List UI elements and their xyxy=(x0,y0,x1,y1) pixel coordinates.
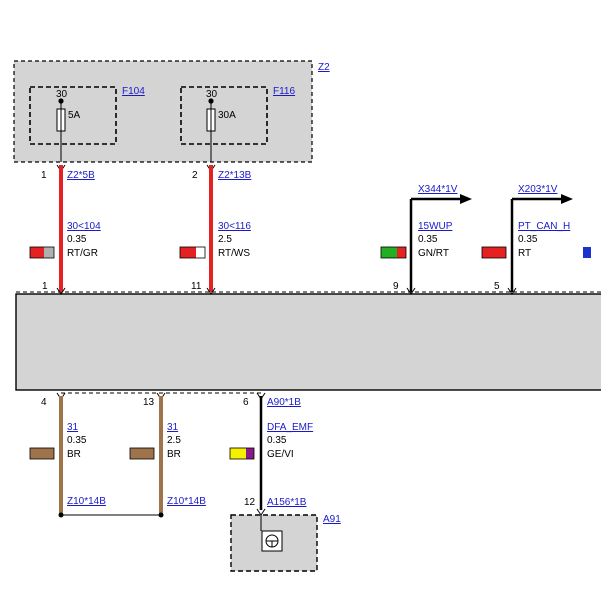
wire4-signal[interactable]: PT_CAN_H xyxy=(518,221,570,232)
wire4-gauge: 0.35 xyxy=(518,234,538,245)
fuse-f104-rating: 5A xyxy=(68,110,81,121)
wire3-pin-bottom: 9 xyxy=(393,281,399,292)
wire3-connector-top[interactable]: X344*1V xyxy=(418,184,458,195)
wire5-gauge: 0.35 xyxy=(67,435,87,446)
fuse-f116-label[interactable]: F116 xyxy=(273,86,295,97)
wire4-connector-top[interactable]: X203*1V xyxy=(518,184,558,195)
z2-label[interactable]: Z2 xyxy=(318,62,330,73)
fuse-f116-rating: 30A xyxy=(218,110,236,121)
wire2-gauge: 2.5 xyxy=(218,234,232,245)
wire-pin-marker xyxy=(406,287,416,295)
wire5-connector-bottom[interactable]: Z10*14B xyxy=(67,496,106,507)
control-unit-box[interactable] xyxy=(15,293,601,391)
wire3-color-code: GN/RT xyxy=(418,248,449,259)
wire6-connector-bottom[interactable]: Z10*14B xyxy=(167,496,206,507)
arrow-right-icon xyxy=(512,194,573,204)
wire2-pin-bottom: 11 xyxy=(191,281,202,292)
wire-color-swatch-icon xyxy=(129,447,155,460)
fuse-f104-pin: 30 xyxy=(56,89,68,100)
wire2-color-code: RT/WS xyxy=(218,248,250,259)
wire-pin-marker xyxy=(206,287,216,295)
wire7-gauge: 0.35 xyxy=(267,435,287,446)
fuse-f116-pin: 30 xyxy=(206,89,218,100)
wire7-pin-top: 6 xyxy=(243,397,249,408)
fuse-icon xyxy=(56,98,66,144)
wire-color-swatch-icon xyxy=(29,447,55,460)
wire1-pin-top: 1 xyxy=(41,170,47,181)
wire-color-swatch-icon xyxy=(179,246,206,259)
wire7-color-code: GE/VI xyxy=(267,449,294,460)
sensor-a91-label[interactable]: A91 xyxy=(323,514,341,525)
wire4-color-code: RT xyxy=(518,248,531,259)
wire2-connector-top[interactable]: Z2*13B xyxy=(218,170,252,181)
wire1-signal[interactable]: 30<104 xyxy=(67,221,101,232)
arrow-right-icon xyxy=(411,194,472,204)
wire-pin-marker xyxy=(507,287,517,295)
wire6-gauge: 2.5 xyxy=(167,435,181,446)
wire1-pin-bottom: 1 xyxy=(42,281,48,292)
wire7-connector-bottom[interactable]: A156*1B xyxy=(267,497,307,508)
wire4-pin-bottom: 5 xyxy=(494,281,500,292)
wire1-connector-top[interactable]: Z2*5B xyxy=(67,170,95,181)
wire3-gauge: 0.35 xyxy=(418,234,438,245)
wire3-signal[interactable]: 15WUP xyxy=(418,221,453,232)
wire6-signal[interactable]: 31 xyxy=(167,422,179,433)
fuse-f116-box[interactable] xyxy=(180,86,268,145)
wire-color-swatch-icon xyxy=(229,447,255,460)
wire-color-swatch-icon xyxy=(481,246,507,259)
wire-color-swatch-icon xyxy=(380,246,407,259)
fuse-f104-label[interactable]: F104 xyxy=(122,86,145,97)
wire5-color-code: BR xyxy=(67,449,81,460)
wire2-pin-top: 2 xyxy=(192,170,198,181)
sensor-symbol-icon xyxy=(261,530,283,552)
wire-color-swatch-icon xyxy=(583,247,591,258)
wire6-pin-top: 13 xyxy=(143,397,155,408)
wire6-color-code: BR xyxy=(167,449,181,460)
fuse-f104-box[interactable] xyxy=(29,86,117,145)
wire1-gauge: 0.35 xyxy=(67,234,87,245)
wire5-pin-top: 4 xyxy=(41,397,47,408)
wire1-color-code: RT/GR xyxy=(67,248,98,259)
wire-pin-marker xyxy=(56,287,66,295)
wire-color-swatch-icon xyxy=(29,246,55,259)
wire2-signal[interactable]: 30<116 xyxy=(218,221,251,232)
wire7-signal[interactable]: DFA_EMF xyxy=(267,422,313,433)
wire7-pin-bottom: 12 xyxy=(244,497,256,508)
fuse-icon xyxy=(206,98,216,144)
wire5-signal[interactable]: 31 xyxy=(67,422,79,433)
wire7-connector-top[interactable]: A90*1B xyxy=(267,397,301,408)
